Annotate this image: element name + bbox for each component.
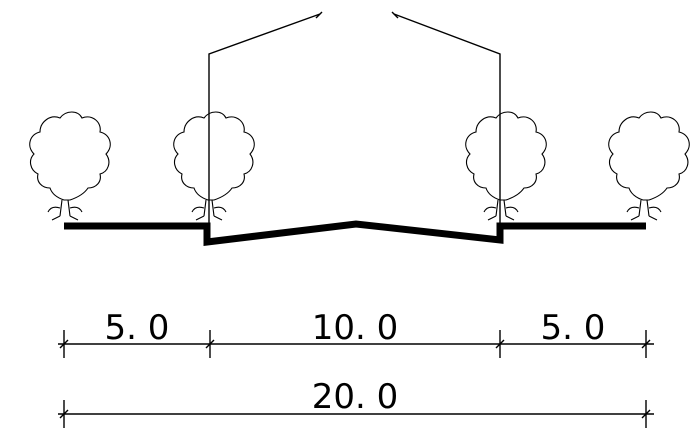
tree-icon xyxy=(29,111,111,221)
carriageway-width-label: 10. 0 xyxy=(312,308,399,348)
tree-icon xyxy=(173,111,255,221)
dimension-line-upper xyxy=(58,330,654,358)
left-streetlight xyxy=(208,11,323,229)
right-sidewalk-width-label: 5. 0 xyxy=(541,308,606,348)
road-profile xyxy=(64,220,646,246)
total-width-label: 20. 0 xyxy=(312,377,399,417)
right-streetlight xyxy=(391,11,501,229)
tree-icon xyxy=(465,111,547,221)
left-sidewalk-width-label: 5. 0 xyxy=(105,308,170,348)
tree-icon xyxy=(608,111,690,221)
dimension-line-total xyxy=(58,400,654,428)
